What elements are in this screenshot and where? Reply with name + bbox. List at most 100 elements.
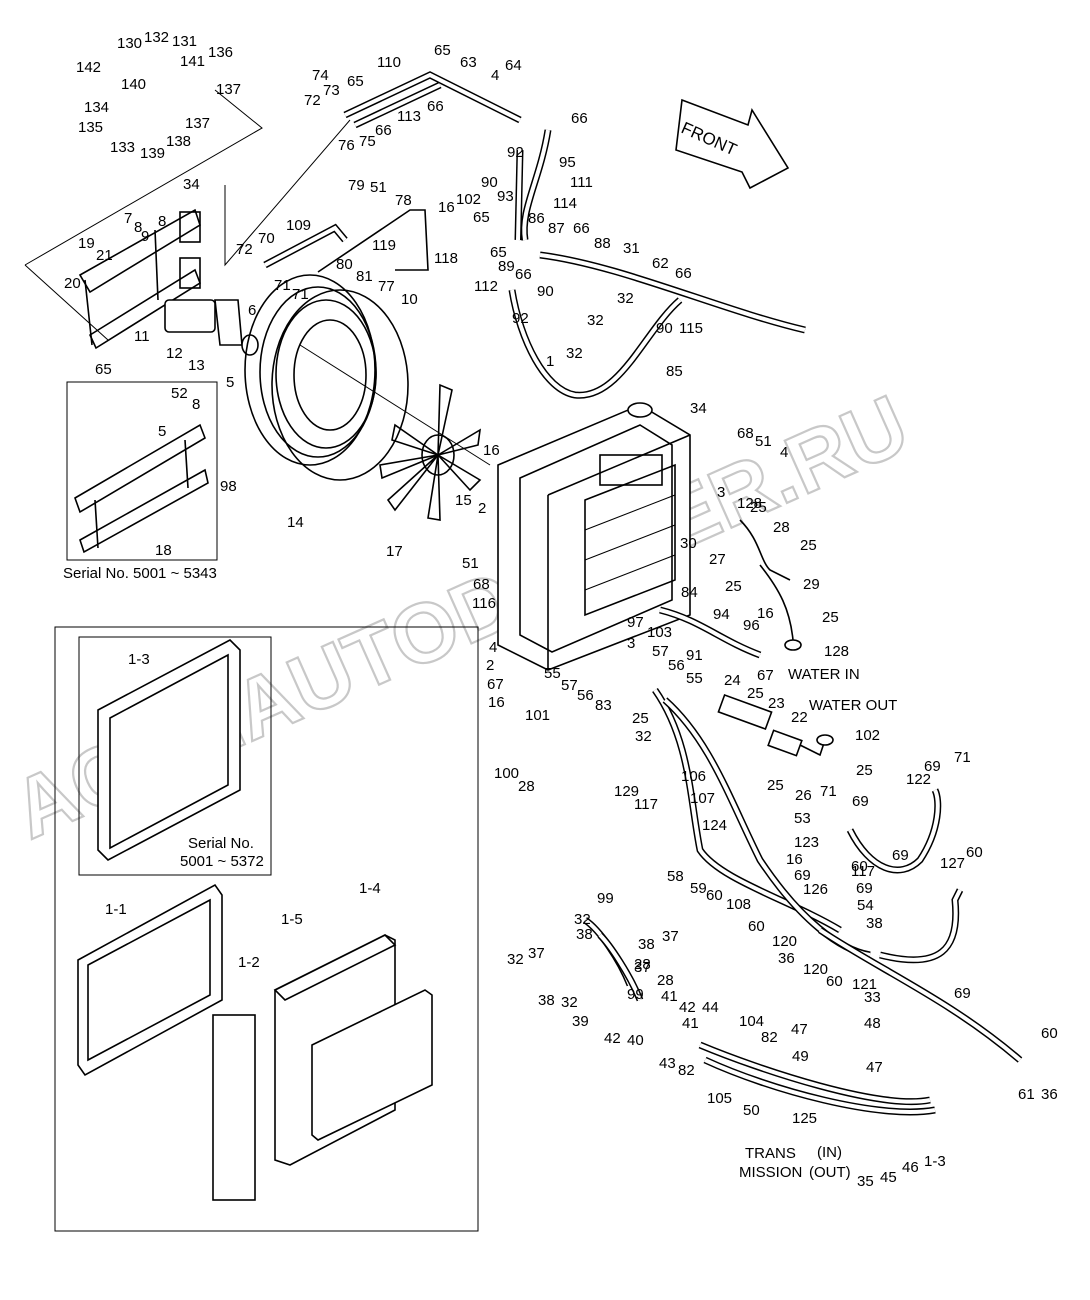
trans-line1: TRANS: [745, 1145, 796, 1162]
callout: 119: [372, 237, 396, 254]
callout: 128: [737, 495, 762, 512]
callout: 71: [292, 286, 309, 303]
callout: 34: [183, 176, 200, 193]
callout: 66: [573, 220, 590, 237]
callout: 96: [743, 617, 760, 634]
callout: 3: [627, 635, 635, 652]
water-out-label: WATER OUT: [809, 697, 897, 714]
hose-group-bottom: [582, 687, 1023, 1116]
leader-bracket-2: [24, 264, 109, 341]
trans-line2: MISSION: [739, 1164, 802, 1181]
callout: 72: [236, 241, 253, 258]
callout: 62: [652, 255, 669, 272]
callout: 107: [690, 790, 715, 807]
callout: 138: [166, 133, 191, 150]
leader-hose: [224, 119, 351, 267]
callout: 32: [507, 951, 524, 968]
callout: 37: [528, 945, 545, 962]
callout: 8: [192, 396, 200, 413]
callout: 16: [488, 694, 505, 711]
callout: 1-4: [359, 880, 381, 897]
callout: 43: [659, 1055, 676, 1072]
callout: 14: [287, 514, 304, 531]
fan-shroud-18: [244, 274, 377, 466]
callout: 32: [587, 312, 604, 329]
frame-5-inset: [74, 423, 209, 554]
serial-radiator-inset-box: [78, 636, 272, 876]
callout: 66: [515, 266, 532, 283]
callout: 1-3: [924, 1153, 946, 1170]
callout: 40: [627, 1032, 644, 1049]
callout: 90: [656, 320, 673, 337]
callout: 39: [572, 1013, 589, 1030]
callout: 92: [507, 144, 524, 161]
callout: 13: [188, 357, 205, 374]
callout: 38: [866, 915, 883, 932]
callout: 57: [561, 677, 578, 694]
callout: 69: [856, 880, 873, 897]
callout: 115: [679, 320, 703, 337]
callout: 36: [1041, 1086, 1058, 1103]
callout: 69: [852, 793, 869, 810]
callout: 140: [121, 76, 146, 93]
callout: 124: [702, 817, 727, 834]
callout: 99: [627, 986, 644, 1003]
callout: 122: [906, 771, 931, 788]
callout: 81: [356, 268, 373, 285]
callout: 47: [866, 1059, 883, 1076]
callout: 121: [852, 976, 877, 993]
callout: 28: [773, 519, 790, 536]
callout: 22: [791, 709, 808, 726]
callout: 112: [474, 278, 498, 295]
callout: 5: [226, 374, 234, 391]
radiator-exploded: [77, 639, 433, 1201]
callout: 5: [158, 423, 166, 440]
callout: 35: [857, 1173, 874, 1190]
callout: 102: [855, 727, 880, 744]
callout: 127: [940, 855, 965, 872]
callout: 79: [348, 177, 365, 194]
callout: 72: [304, 92, 321, 109]
callout: 25: [750, 499, 767, 516]
frame-5: [78, 208, 201, 350]
callout: 7: [124, 210, 132, 227]
callout: 110: [377, 54, 401, 71]
callout: 32: [635, 728, 652, 745]
callout: 55: [544, 665, 561, 682]
callout: 108: [726, 896, 751, 913]
pump-assembly: [164, 299, 259, 356]
callout: 118: [434, 250, 458, 267]
callout: 24: [724, 672, 741, 689]
callout: 1-2: [238, 954, 260, 971]
callout: 48: [864, 1015, 881, 1032]
callout: 60: [851, 858, 868, 875]
callout: 38: [638, 936, 655, 953]
callout: 27: [709, 551, 726, 568]
callout: 67: [487, 676, 504, 693]
callout: 19: [78, 235, 95, 252]
serial-top-label: Serial No. 5001 ~ 5343: [63, 565, 217, 582]
callout: 44: [702, 999, 719, 1016]
callout: 25: [725, 578, 742, 595]
callout: 69: [892, 847, 909, 864]
callout: 91: [686, 647, 703, 664]
callout: 2: [478, 500, 486, 517]
callout: 59: [690, 880, 707, 897]
callout: 60: [706, 887, 723, 904]
callout: 130: [117, 35, 142, 52]
callout: 67: [757, 667, 774, 684]
callout: 16: [757, 605, 774, 622]
callout: 8: [158, 213, 166, 230]
callout: 69: [954, 985, 971, 1002]
callout: 82: [761, 1029, 778, 1046]
callout: 47: [791, 1021, 808, 1038]
callout: 142: [76, 59, 101, 76]
callout: 65: [347, 73, 364, 90]
callout: 105: [707, 1090, 732, 1107]
water-pipes: [659, 519, 834, 757]
callout: 32: [617, 290, 634, 307]
fan-14: [379, 383, 482, 521]
callout: 57: [652, 643, 669, 660]
callout: 114: [553, 195, 577, 212]
callout: 92: [512, 310, 529, 327]
